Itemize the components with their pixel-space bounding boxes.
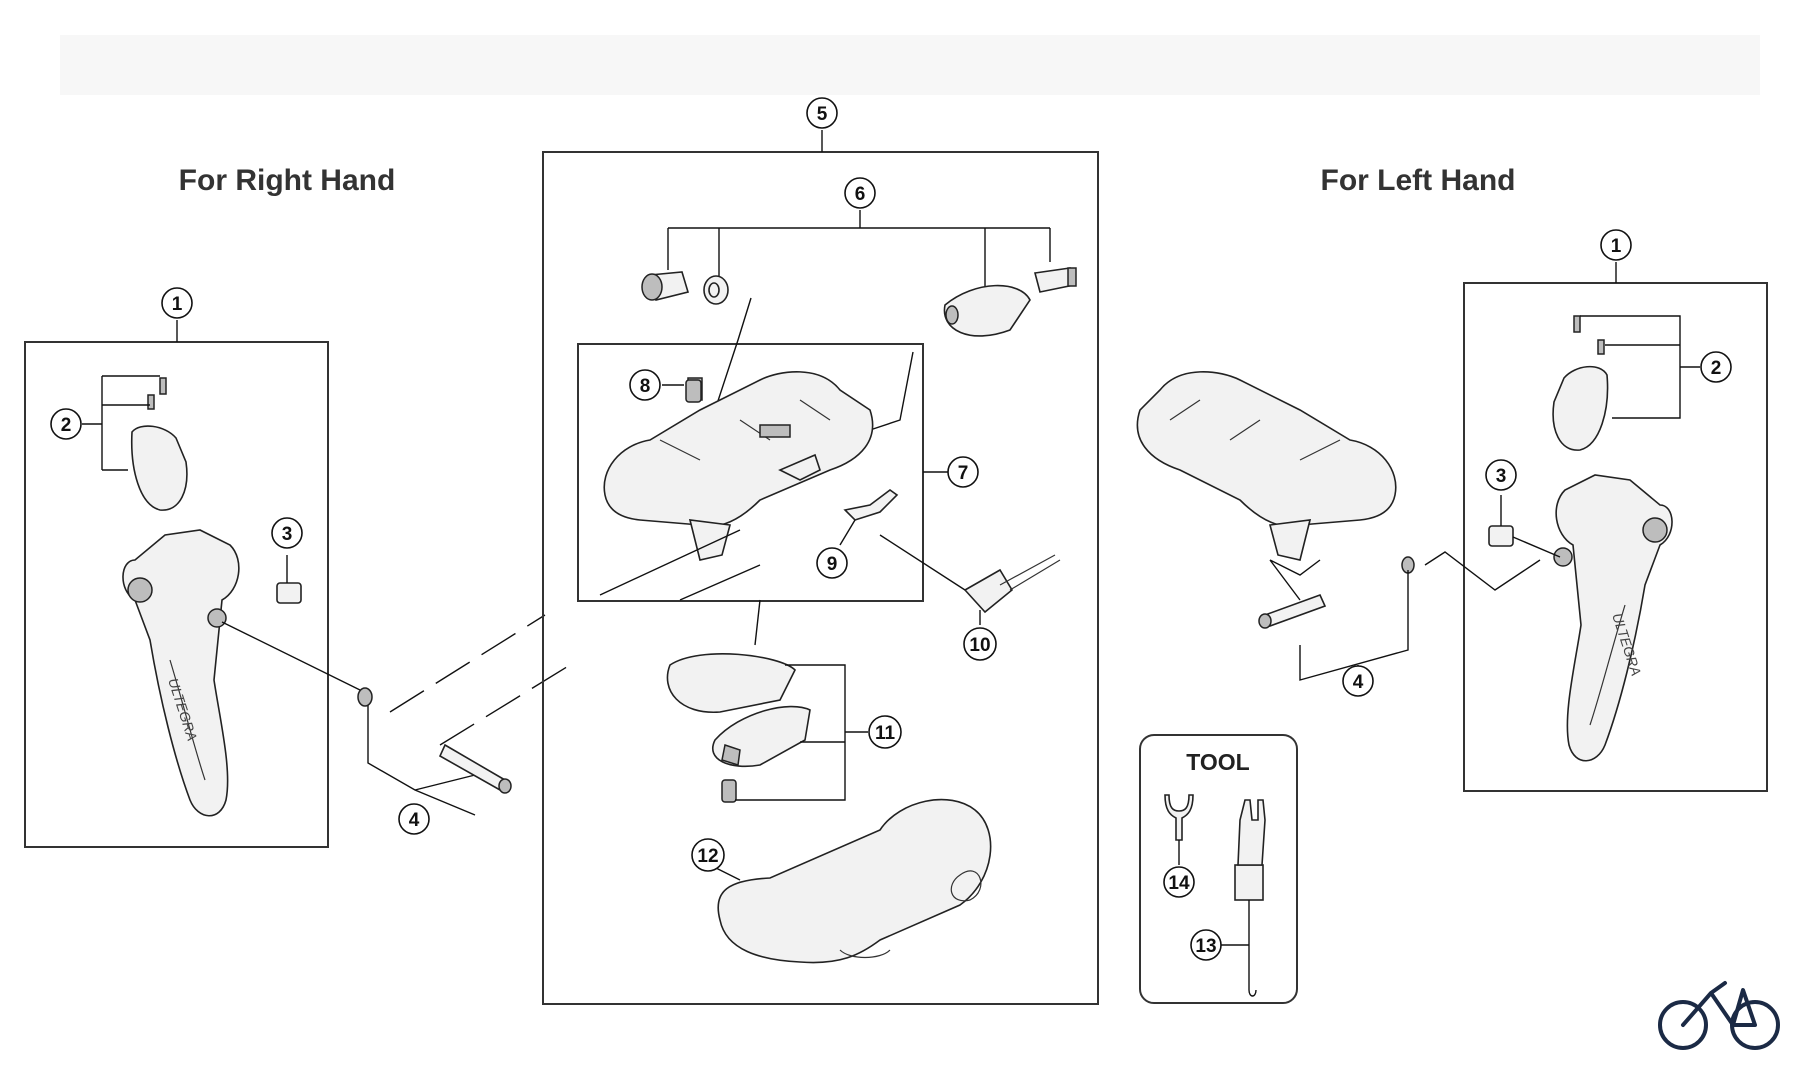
bicycle-icon xyxy=(1658,981,1780,1050)
callout-12: 12 xyxy=(691,838,725,872)
callout-11: 11 xyxy=(868,715,902,749)
callout-right-4: 4 xyxy=(398,803,430,835)
callout-right-3: 3 xyxy=(271,517,303,549)
cover-parts-11 xyxy=(666,653,811,803)
leader-right-2 xyxy=(82,375,160,471)
callout-left-3: 3 xyxy=(1485,459,1517,491)
callout-left-1: 1 xyxy=(1600,229,1632,261)
callout-9: 9 xyxy=(816,547,848,579)
leader-11 xyxy=(735,664,868,801)
tool-title: TOOL xyxy=(1186,749,1249,775)
center-dashed-link xyxy=(599,529,761,601)
callout-7: 7 xyxy=(947,456,979,488)
svg-text:5: 5 xyxy=(817,104,828,125)
right-dashed-link xyxy=(389,614,571,746)
leader-9 xyxy=(839,519,856,546)
faded-header-band xyxy=(60,35,1760,95)
svg-text:13: 13 xyxy=(1195,936,1216,957)
svg-text:8: 8 xyxy=(640,376,651,397)
leader-right-shaft xyxy=(221,621,361,691)
svg-text:1: 1 xyxy=(1611,236,1622,257)
right-lever-assembly: ULTEGRA xyxy=(122,377,302,817)
svg-text:1: 1 xyxy=(172,294,183,315)
svg-text:3: 3 xyxy=(1496,466,1507,487)
leader-10 xyxy=(879,534,981,625)
svg-text:2: 2 xyxy=(61,415,72,436)
left-pin xyxy=(1258,556,1415,629)
bracket-kit-box xyxy=(542,151,1099,1005)
callout-right-2: 2 xyxy=(50,408,82,440)
left-lever-assembly: ULTEGRA xyxy=(1488,315,1673,762)
svg-text:9: 9 xyxy=(827,554,838,575)
leader-left-shaft xyxy=(1424,551,1541,591)
callout-5: 5 xyxy=(806,97,838,129)
callout-right-1: 1 xyxy=(161,287,193,319)
svg-text:12: 12 xyxy=(697,846,718,867)
svg-text:11: 11 xyxy=(875,723,896,744)
leader-right-4 xyxy=(367,700,476,816)
leader-6 xyxy=(667,210,1051,300)
clamp-bolt-set xyxy=(641,267,1077,337)
heading-left-hand: For Left Hand xyxy=(1321,164,1516,197)
spring-9 xyxy=(843,489,899,521)
svg-text:14: 14 xyxy=(1168,873,1190,894)
svg-text:4: 4 xyxy=(409,810,420,831)
svg-text:7: 7 xyxy=(958,463,969,484)
callout-13: 13 xyxy=(1190,929,1222,961)
leader-left-3 xyxy=(1500,495,1561,558)
svg-text:10: 10 xyxy=(969,635,990,656)
svg-text:2: 2 xyxy=(1711,358,1722,379)
leader-center-down xyxy=(754,599,761,646)
hood-12 xyxy=(717,798,992,964)
tool-box xyxy=(1139,734,1298,1004)
leader-left-pin xyxy=(1269,559,1321,601)
screw-8 xyxy=(685,379,702,403)
left-bracket-body xyxy=(1136,371,1397,561)
callout-6: 6 xyxy=(844,177,876,209)
bracket-body xyxy=(603,371,874,561)
right-pin xyxy=(357,687,512,794)
tool-14 xyxy=(1164,794,1194,841)
tool-13 xyxy=(1234,799,1266,997)
svg-text:3: 3 xyxy=(282,524,293,545)
callout-10: 10 xyxy=(963,627,997,661)
leader-left-4 xyxy=(1299,570,1409,681)
callout-left-2: 2 xyxy=(1700,351,1732,383)
plate-10 xyxy=(963,554,1061,614)
callout-left-4: 4 xyxy=(1342,665,1374,697)
svg-text:6: 6 xyxy=(855,184,866,205)
heading-right-hand: For Right Hand xyxy=(179,164,396,197)
svg-text:4: 4 xyxy=(1353,672,1364,693)
leader-left-2 xyxy=(1580,315,1700,419)
callout-14: 14 xyxy=(1163,866,1195,898)
callout-8: 8 xyxy=(629,369,661,401)
